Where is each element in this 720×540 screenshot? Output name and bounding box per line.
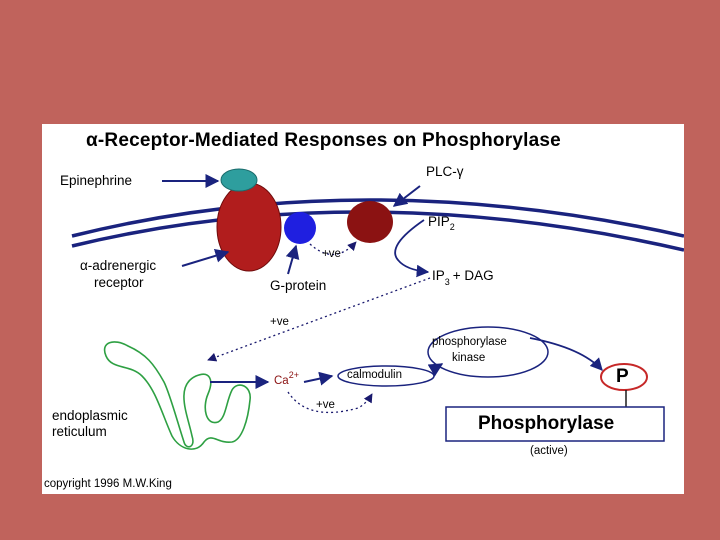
- er-outline: [103, 341, 251, 450]
- membrane-outer: [71, 198, 684, 238]
- receptor-label-1: α-adrenergic: [80, 258, 157, 273]
- epinephrine-ligand: [220, 168, 258, 192]
- ip3-dag-label: IP3+ DAG: [432, 268, 494, 287]
- kinase-label-1: phosphorylase: [432, 336, 507, 348]
- diagram-title: α-Receptor-Mediated Responses on Phospho…: [86, 130, 561, 151]
- kinase-to-p-arrow: [529, 337, 603, 371]
- kinase-ellipse: [427, 326, 549, 378]
- calmodulin-to-kinase-arrow: [427, 363, 444, 377]
- receptor-arrow: [181, 248, 230, 267]
- phosphate-circle: [600, 363, 648, 391]
- copyright-label: copyright 1996 M.W.King: [44, 478, 172, 490]
- ca-to-calmodulin-arrow: [303, 371, 334, 386]
- plc-shape: [347, 201, 393, 243]
- active-label: (active): [530, 445, 568, 457]
- positive-effect-label-3: +ve: [316, 399, 335, 411]
- g-protein-shape: [284, 212, 316, 244]
- plc-arrow: [392, 185, 421, 207]
- phosphorylase-label: Phosphorylase: [478, 413, 615, 434]
- g-protein-arrow: [285, 244, 300, 275]
- phosphate-label: P: [616, 366, 629, 387]
- calmodulin-label: calmodulin: [347, 369, 402, 381]
- receptor-label-2: receptor: [94, 275, 144, 290]
- receptor-shape: [216, 182, 282, 272]
- epinephrine-label: Epinephrine: [60, 173, 133, 188]
- pip2-label: PIP2: [428, 214, 455, 232]
- gprotein-to-plc-dotted: [309, 241, 357, 256]
- positive-effect-label-2: +ve: [270, 316, 289, 328]
- ca-calmodulin-dotted: [287, 391, 373, 414]
- plc-label: PLC-γ: [426, 164, 464, 179]
- pathway-drawing: [71, 168, 684, 450]
- g-protein-label: G-protein: [270, 278, 327, 293]
- er-label-2: reticulum: [52, 424, 107, 439]
- pip2-to-ip3-arrow: [394, 219, 430, 278]
- kinase-label-2: kinase: [452, 352, 486, 364]
- er-label-1: endoplasmic: [52, 408, 128, 423]
- phosphorylase-box: [445, 406, 665, 442]
- diagram-panel: α-Receptor-Mediated Responses on Phospho…: [42, 124, 684, 494]
- positive-effect-label-1: +ve: [322, 248, 341, 260]
- calcium-label: Ca2+: [274, 370, 299, 387]
